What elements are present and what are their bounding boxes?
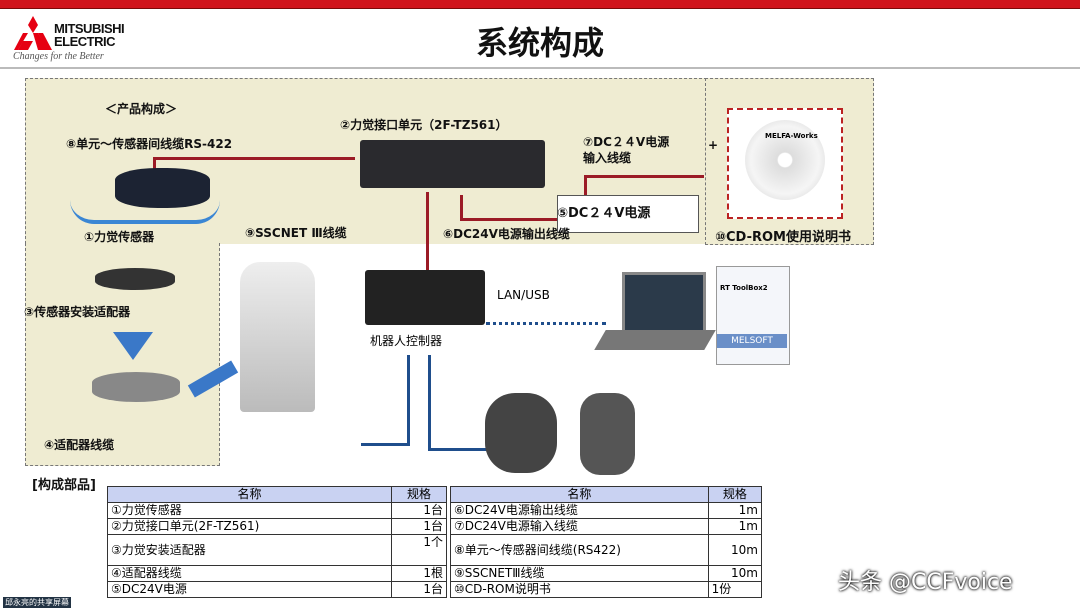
teach-cable-1 — [407, 355, 410, 445]
label-cable-6: ⑥DC24V电源输出线缆 — [443, 227, 570, 241]
mitsubishi-logo-icon — [14, 16, 52, 54]
label-cable-8: ⑧单元～传感器间线缆RS-422 — [66, 137, 233, 151]
lan-cable — [486, 322, 606, 325]
divider — [0, 67, 1080, 69]
cd-label: MELFA-Works — [765, 132, 818, 140]
book-label: RT ToolBox2 — [720, 284, 768, 292]
table-cell: 10m — [707, 565, 763, 582]
table-cell: 1份 — [707, 581, 763, 598]
teach-cable-2 — [428, 355, 431, 450]
power-supply-box — [557, 195, 699, 233]
plus-sign: + — [708, 138, 719, 152]
label-sensor-1: ①力觉传感器 — [84, 230, 155, 244]
robot-controller-image — [365, 270, 485, 325]
cd-image — [745, 120, 825, 200]
cable-8 — [153, 157, 355, 160]
table-cell: ⑤DC24V电源 — [107, 581, 392, 598]
cable-6 — [460, 195, 463, 220]
table-header-row: 名称规格 — [450, 486, 763, 503]
label-cdrom-10: ⑩CD-ROM使用说明书 — [715, 230, 851, 245]
label-adapter-3: ③传感器安装适配器 — [24, 305, 131, 319]
top-bar — [0, 0, 1080, 9]
table-cell: ⑨SSCNETⅢ线缆 — [450, 565, 709, 582]
col-name: 名称 — [107, 486, 392, 503]
slogan: Changes for the Better — [13, 51, 104, 62]
adapter-image — [95, 268, 175, 290]
label-lan-usb: LAN/USB — [497, 288, 550, 302]
table-cell: 1个 — [391, 534, 447, 566]
label-power-5: ⑤DC２４V电源 — [557, 206, 651, 221]
col-name: 名称 — [450, 486, 709, 503]
section-label: ＜产品构成＞ — [105, 102, 178, 116]
table-row: ⑧单元～传感器间线缆(RS422)10m — [450, 534, 763, 566]
table-cell: ⑥DC24V电源输出线缆 — [450, 502, 709, 519]
teach-cable-1h — [361, 443, 410, 446]
label-unit-2: ②力觉接口单元（2F-TZ561） — [340, 118, 508, 132]
cable-8-drop — [153, 157, 156, 169]
cable-6-h — [460, 218, 560, 221]
cable-7-v — [584, 175, 587, 195]
force-interface-unit-image — [360, 140, 545, 188]
table-cell: ⑦DC24V电源输入线缆 — [450, 518, 709, 535]
label-controller: 机器人控制器 — [370, 334, 443, 348]
table-cell: ⑩CD-ROM说明书 — [450, 581, 709, 598]
table-cell: 1台 — [391, 518, 447, 535]
table-header-row: 名称规格 — [107, 486, 447, 503]
table-cell: 1m — [707, 518, 763, 535]
table-cell: ②力觉接口单元(2F-TZ561) — [107, 518, 392, 535]
table-cell: ⑧单元～传感器间线缆(RS422) — [450, 534, 709, 566]
table-cell: 1根 — [391, 565, 447, 582]
sensor-cable-image — [70, 200, 220, 224]
table-cell: 10m — [707, 534, 763, 566]
robot-arm-image — [240, 262, 315, 412]
adapter-assembly-image — [92, 372, 180, 402]
table-cell: 1m — [707, 502, 763, 519]
label-cable-7-line2: 输入线缆 — [583, 151, 632, 165]
table-cell: 1台 — [391, 581, 447, 598]
teaching-pendant-1-image — [485, 393, 557, 473]
table-cell: ①力觉传感器 — [107, 502, 392, 519]
table-cell: 1台 — [391, 502, 447, 519]
label-adapter-cable-4: ④适配器线缆 — [44, 438, 115, 452]
rt-toolbox-manual-image — [716, 266, 790, 365]
table-cell: ③力觉安装适配器 — [107, 534, 392, 566]
teaching-pendant-2-image — [580, 393, 635, 475]
page-title: 系统构成 — [475, 24, 604, 62]
col-spec: 规格 — [391, 486, 447, 503]
teach-cable-2h — [428, 448, 488, 451]
parts-heading: [构成部品] — [32, 478, 96, 493]
laptop-image — [622, 272, 706, 333]
table-cell: ④适配器线缆 — [107, 565, 392, 582]
col-spec: 规格 — [707, 486, 763, 503]
label-cable-7: ⑦DC２４V电源输入线缆 — [583, 134, 669, 166]
laptop-base — [594, 330, 716, 350]
screen-share-label: 邱永亮的共享屏幕 — [3, 597, 71, 608]
cable-7 — [584, 175, 704, 178]
table-row: ②力觉接口单元(2F-TZ561)1台 — [107, 518, 447, 535]
cable-9 — [426, 192, 429, 270]
watermark: 头条 @CCFvoice — [838, 570, 1013, 595]
label-cable-7-line1: ⑦DC２４V电源 — [583, 135, 670, 149]
arrow-down-icon — [113, 332, 153, 360]
book-footer: MELSOFT — [717, 334, 787, 348]
label-sscnet-9: ⑨SSCNET Ⅲ线缆 — [245, 226, 347, 240]
